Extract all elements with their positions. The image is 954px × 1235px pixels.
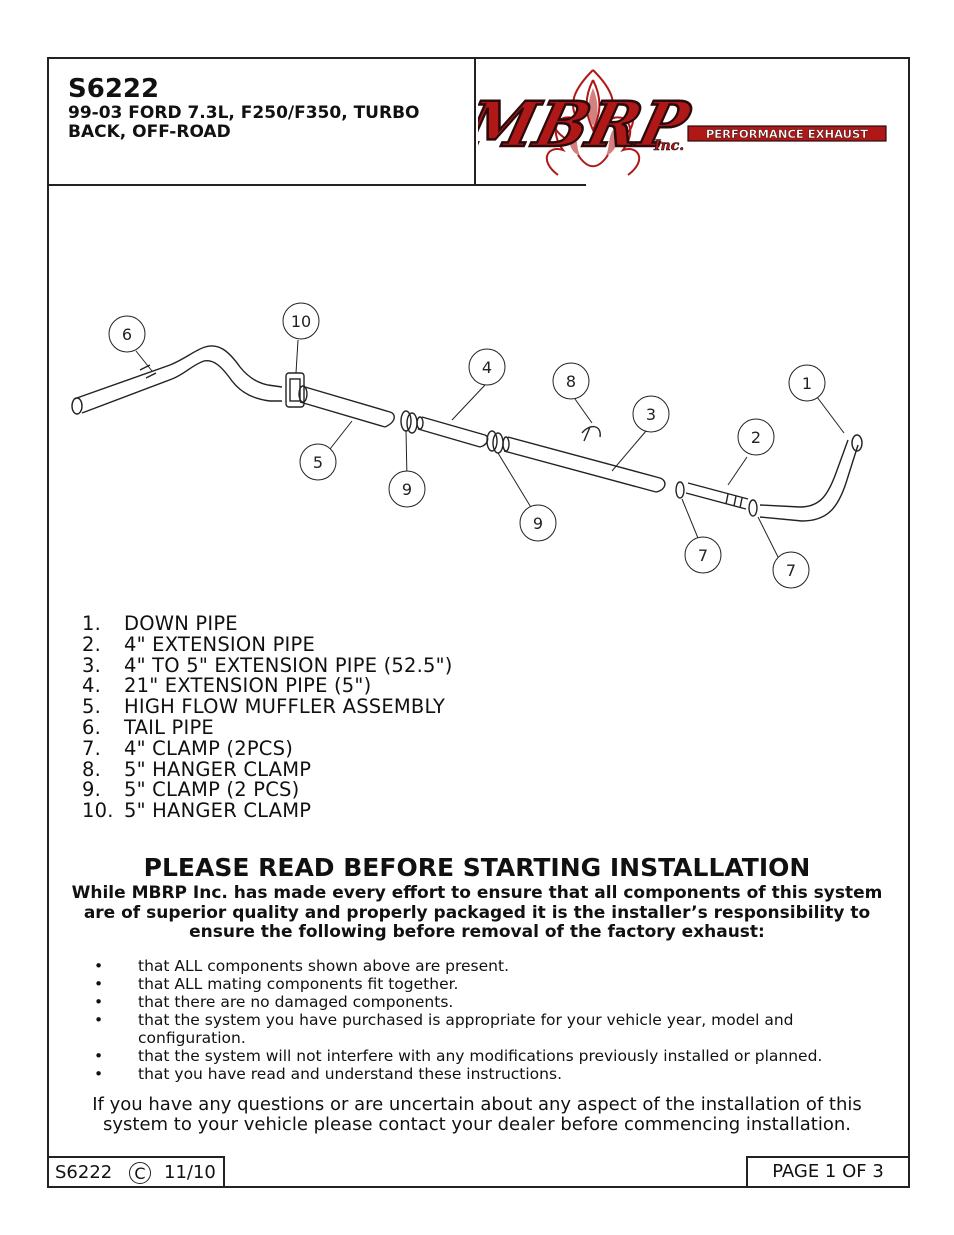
item-number: 9. (82, 778, 102, 802)
item-number: 8. (82, 757, 102, 781)
flame-inner (569, 88, 617, 156)
list-item: • that ALL mating components fit together… (94, 975, 894, 993)
clamp-7b (748, 499, 758, 517)
list-item: 9. 5" CLAMP (2 PCS) (82, 778, 453, 802)
list-item: 4. 21" EXTENSION PIPE (5") (82, 674, 453, 698)
list-item: 7. 4" CLAMP (2PCS) (82, 736, 453, 760)
list-item: 10. 5" HANGER CLAMP (82, 799, 453, 823)
extension-pipe-4 (417, 416, 489, 448)
item-label: 5" HANGER CLAMP (124, 799, 312, 823)
callout-5: 5 (313, 453, 323, 472)
item-number: 10. (82, 799, 114, 823)
mbrp-logo: MBRP Inc. PERFORMANCE EXHAUST (478, 69, 887, 176)
list-item: • that the system you have purchased is a… (94, 1011, 894, 1047)
callout-1: 1 (802, 374, 812, 393)
item-label: 4" CLAMP (2PCS) (124, 736, 293, 760)
item-number: 2. (82, 632, 102, 656)
tail-pipe (73, 345, 283, 414)
vehicle-subtitle: 99-03 FORD 7.3L, F250/F350, TURBO BACK, … (68, 103, 420, 142)
check-text: that the system will not interfere with … (138, 1047, 823, 1065)
callout-9a: 9 (402, 480, 412, 499)
item-number: 4. (82, 674, 102, 698)
muffler (299, 386, 395, 428)
item-label: 21" EXTENSION PIPE (5") (124, 674, 372, 698)
list-item: 5. HIGH FLOW MUFFLER ASSEMBLY (82, 695, 453, 719)
item-label: DOWN PIPE (124, 612, 238, 635)
list-item: • that ALL components shown above are pre… (94, 957, 894, 975)
callout-2: 2 (751, 428, 761, 447)
flame-emblem (545, 69, 641, 176)
extension-pipe-2 (685, 482, 749, 510)
item-number: 3. (82, 653, 102, 677)
item-label: 5" HANGER CLAMP (124, 757, 312, 781)
callout-8: 8 (566, 372, 576, 391)
item-number: 6. (82, 715, 102, 739)
bullet: • (94, 993, 104, 1011)
hanger-clamp-10 (285, 372, 305, 408)
bullet: • (94, 1011, 104, 1029)
list-item: • that there are no damaged components. (94, 993, 894, 1011)
item-number: 7. (82, 736, 102, 760)
bullet: • (94, 1047, 104, 1065)
item-label: 5" CLAMP (2 PCS) (124, 778, 300, 802)
callout-4: 4 (482, 358, 492, 377)
callout-9b: 9 (533, 514, 543, 533)
page-frame (47, 57, 910, 1188)
item-label: 4" TO 5" EXTENSION PIPE (52.5") (124, 653, 453, 677)
notice-heading: PLEASE READ BEFORE STARTING INSTALLATION (143, 853, 811, 882)
down-pipe (759, 439, 859, 522)
notice-paragraph: While MBRP Inc. has made every effort to… (71, 883, 883, 942)
callouts: 6 10 4 8 3 1 2 5 9 9 7 7 (108, 302, 826, 589)
list-item: 6. TAIL PIPE (82, 715, 453, 739)
brand-suffix: Inc. (653, 138, 684, 154)
tagline-bar (687, 125, 887, 142)
bullet: • (94, 1065, 104, 1083)
list-item: 1. DOWN PIPE (82, 612, 453, 635)
check-text: that there are no damaged components. (138, 993, 454, 1011)
bullet: • (94, 975, 104, 993)
item-number: 1. (82, 612, 102, 635)
clamp-7a (675, 481, 685, 499)
part-number: S6222 (68, 74, 160, 104)
closing-paragraph: If you have any questions or are uncerta… (92, 1094, 862, 1135)
checklist: • that ALL components shown above are pre… (94, 957, 894, 1083)
brand-tagline: PERFORMANCE EXHAUST (706, 127, 868, 141)
list-item: 2. 4" EXTENSION PIPE (82, 632, 453, 656)
list-item: • that the system will not interfere with… (94, 1047, 894, 1065)
page-indicator: PAGE 1 OF 3 (746, 1156, 910, 1188)
check-text: that you have read and understand these … (138, 1065, 562, 1083)
exhaust-diagram: 6 10 4 8 3 1 2 5 9 9 7 7 (71, 302, 863, 589)
item-label: TAIL PIPE (124, 715, 214, 739)
hanger-clamp-8 (581, 426, 601, 442)
brand-wordmark: MBRP (478, 88, 698, 161)
list-item: 8. 5" HANGER CLAMP (82, 757, 453, 781)
callout-7a: 7 (698, 546, 708, 565)
footer-date: 11/10 (164, 1162, 216, 1183)
item-label: HIGH FLOW MUFFLER ASSEMBLY (124, 695, 446, 719)
callout-3: 3 (646, 405, 656, 424)
callout-6: 6 (122, 325, 132, 344)
callout-7b: 7 (786, 561, 796, 580)
callout-10: 10 (291, 312, 311, 331)
bullet: • (94, 957, 104, 975)
parts-list: 1. DOWN PIPE 2. 4" EXTENSION PIPE 3. 4" TO … (82, 612, 453, 823)
title-block (47, 57, 476, 186)
list-item: • that you have read and understand these… (94, 1065, 894, 1083)
item-label: 4" EXTENSION PIPE (124, 632, 315, 656)
extension-pipe-3 (503, 436, 666, 493)
list-item: 3. 4" TO 5" EXTENSION PIPE (52.5") (82, 653, 453, 677)
copyright-icon: C (129, 1162, 151, 1184)
clamp-9b (486, 430, 498, 452)
check-text: that the system you have purchased is ap… (138, 1011, 794, 1047)
logo-underline (476, 184, 586, 186)
check-text: that ALL mating components fit together. (138, 975, 459, 993)
check-text: that ALL components shown above are pres… (138, 957, 510, 975)
footer-code: S6222 (55, 1162, 113, 1183)
footer-code-box: S6222 C 11/10 (47, 1156, 225, 1188)
item-number: 5. (82, 695, 102, 719)
